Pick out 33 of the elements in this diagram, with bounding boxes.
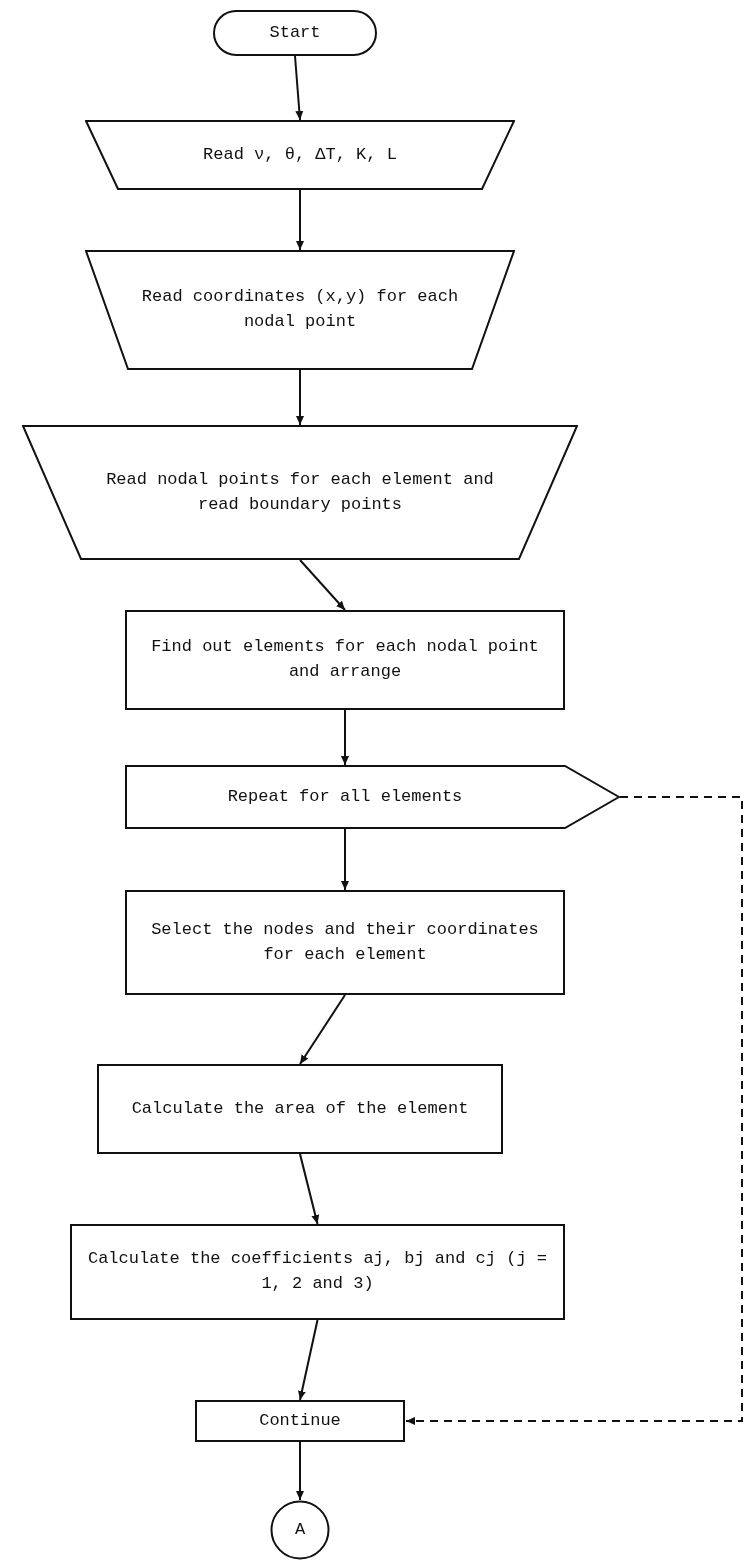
arrow bbox=[294, 55, 304, 121]
node-label: Continue bbox=[259, 1409, 341, 1432]
arrow bbox=[299, 1153, 320, 1225]
node-label: Read coordinates (x,y) for each nodal point bbox=[140, 286, 460, 333]
connector-circle bbox=[270, 1500, 330, 1560]
node-label: A bbox=[294, 1518, 306, 1541]
input-trapezoid bbox=[85, 250, 515, 370]
node-label: Read nodal points for each element and read boundary points bbox=[105, 468, 495, 516]
arrow bbox=[296, 369, 304, 426]
dashed-arrow bbox=[405, 796, 743, 1425]
node-label: Calculate the coefficients aj, bj and cj (j = 1, 2 and 3) bbox=[86, 1248, 549, 1295]
node-label: Calculate the area of the element bbox=[131, 1097, 469, 1120]
arrow bbox=[299, 559, 346, 611]
start-terminal bbox=[213, 10, 377, 56]
input-trapezoid bbox=[22, 425, 578, 560]
arrow bbox=[299, 994, 346, 1065]
process-box bbox=[195, 1400, 405, 1442]
node-label: Repeat for all elements bbox=[227, 785, 463, 808]
input-trapezoid bbox=[85, 120, 515, 190]
loop-pentagon bbox=[125, 765, 620, 829]
process-box bbox=[125, 610, 565, 710]
arrow bbox=[298, 1319, 319, 1401]
arrow bbox=[296, 189, 304, 251]
process-box bbox=[125, 890, 565, 995]
node-label: Select the nodes and their coordinates for each element bbox=[150, 918, 540, 966]
process-box bbox=[70, 1224, 565, 1320]
arrow bbox=[341, 828, 349, 891]
process-box bbox=[97, 1064, 503, 1154]
node-label: Start bbox=[269, 21, 321, 44]
node-label: Find out elements for each nodal point and arrange bbox=[150, 636, 540, 683]
arrow bbox=[341, 709, 349, 766]
arrow bbox=[296, 1441, 304, 1501]
node-label: Read ν, θ, ΔT, K, L bbox=[203, 143, 397, 166]
